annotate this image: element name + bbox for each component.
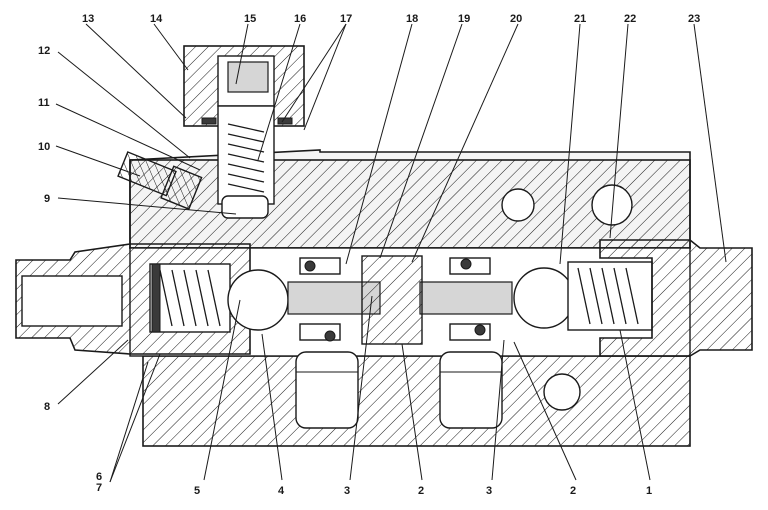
callout-21: 21 bbox=[574, 13, 586, 25]
left-spring-assembly bbox=[149, 263, 289, 333]
callout-20: 20 bbox=[510, 13, 522, 25]
callout-6: 6 bbox=[96, 471, 102, 483]
callout-13: 13 bbox=[82, 13, 94, 25]
housing-bore-lower bbox=[543, 373, 581, 411]
lower-port-left bbox=[295, 351, 359, 429]
callout-14: 14 bbox=[150, 13, 163, 25]
callout-9: 9 bbox=[44, 193, 50, 205]
callout-15: 15 bbox=[244, 13, 256, 25]
right-spool bbox=[419, 257, 513, 341]
callout-1: 1 bbox=[646, 485, 652, 497]
callout-2-right: 2 bbox=[570, 485, 576, 497]
poppet-valve bbox=[221, 195, 269, 219]
relief-spring bbox=[227, 123, 265, 193]
right-spring-assembly bbox=[513, 261, 653, 331]
callout-12: 12 bbox=[38, 45, 50, 57]
callout-5: 5 bbox=[194, 485, 200, 497]
callout-16: 16 bbox=[294, 13, 306, 25]
callout-22: 22 bbox=[624, 13, 636, 25]
left-check-ball bbox=[227, 269, 289, 331]
relief-spring-housing bbox=[217, 105, 275, 219]
right-end-cap bbox=[599, 239, 753, 357]
callout-10: 10 bbox=[38, 141, 50, 153]
callout-18: 18 bbox=[406, 13, 418, 25]
housing-bore-upper-1 bbox=[501, 188, 535, 222]
callout-3-right: 3 bbox=[486, 485, 492, 497]
valve-plug bbox=[227, 61, 269, 93]
callout-11: 11 bbox=[38, 97, 50, 109]
left-spring bbox=[159, 269, 221, 327]
callout-7: 7 bbox=[96, 482, 102, 494]
angled-fitting bbox=[117, 151, 203, 210]
callout-19: 19 bbox=[458, 13, 470, 25]
center-divider bbox=[361, 255, 423, 345]
lower-port-right bbox=[439, 351, 503, 429]
leader-lines bbox=[55, 23, 727, 483]
right-check-ball bbox=[513, 267, 575, 329]
right-spring bbox=[577, 267, 639, 325]
callout-3-left: 3 bbox=[344, 485, 350, 497]
callout-23: 23 bbox=[688, 13, 700, 25]
callout-2-left: 2 bbox=[418, 485, 424, 497]
callout-17: 17 bbox=[340, 13, 352, 25]
housing-bore-upper-2 bbox=[591, 184, 633, 226]
callout-8: 8 bbox=[44, 401, 50, 413]
callout-4: 4 bbox=[278, 485, 285, 497]
